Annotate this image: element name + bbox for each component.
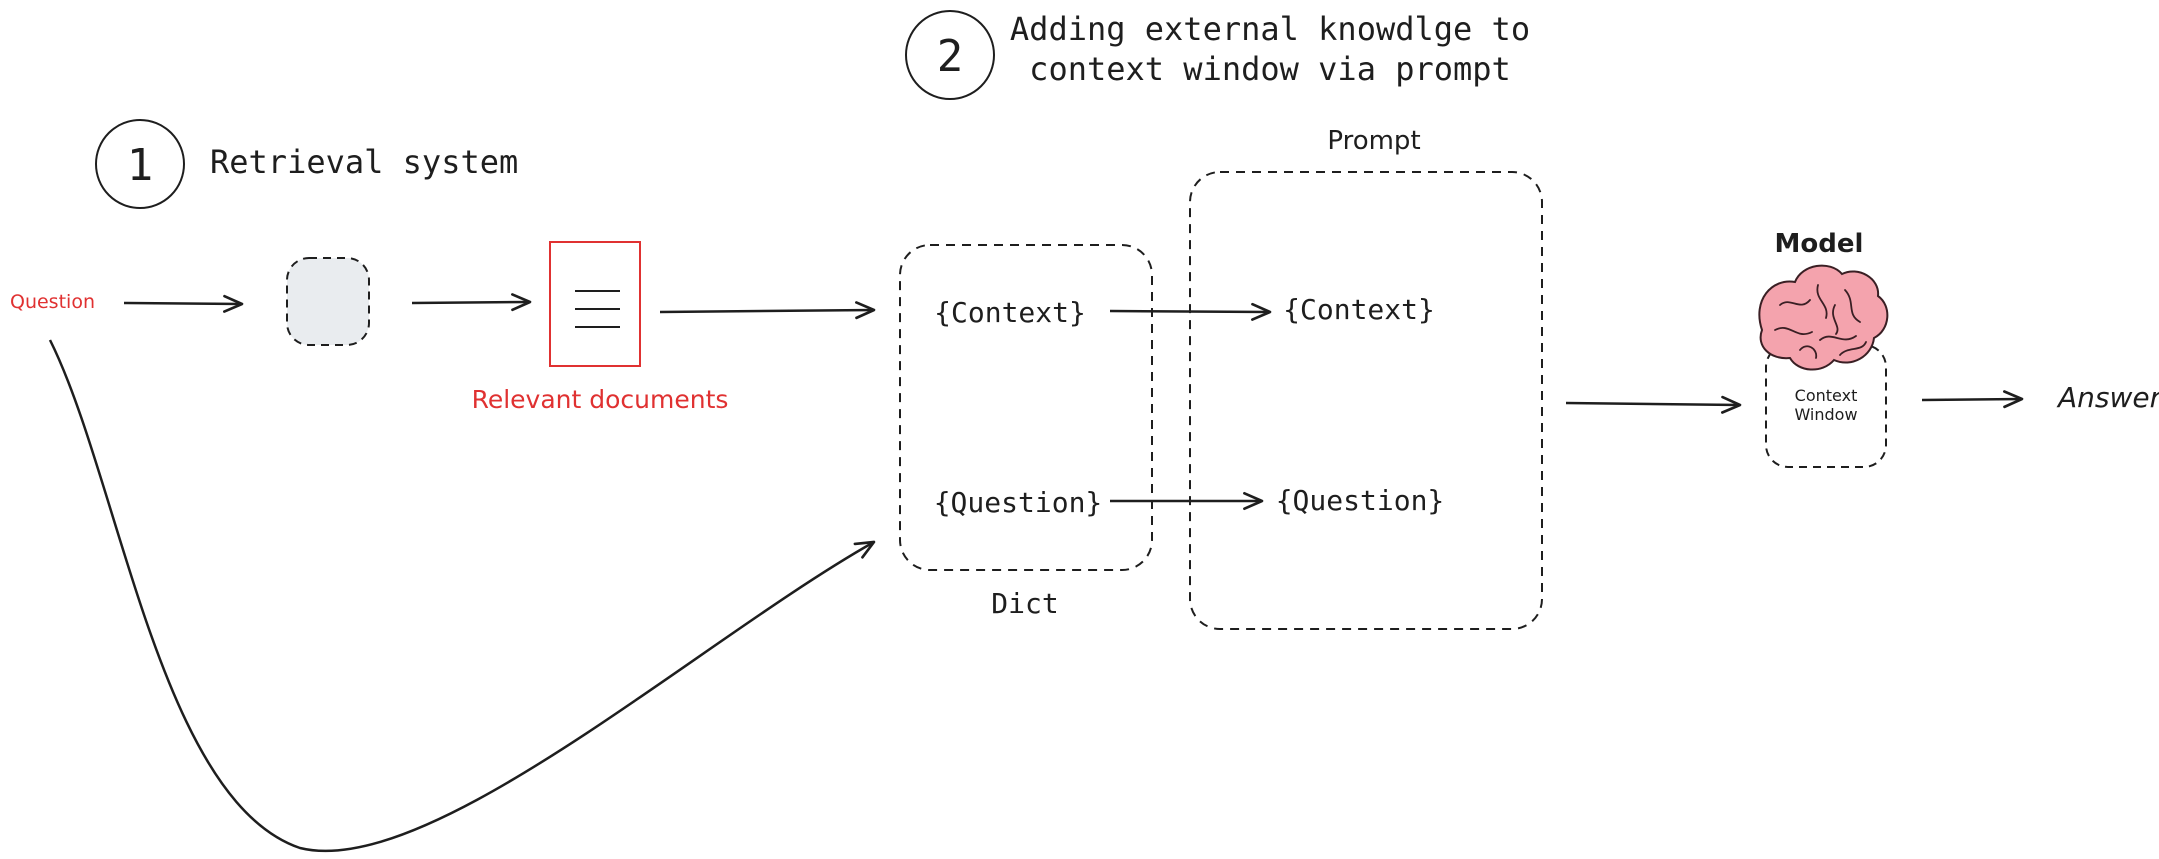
step-1-title: Retrieval system bbox=[210, 143, 518, 181]
context-window-label-line2: Window bbox=[1794, 405, 1857, 424]
step-2-badge: 2 bbox=[905, 10, 995, 100]
model-to-answer-arrow bbox=[1921, 390, 2024, 409]
prompt-context: {Context} bbox=[1283, 293, 1435, 326]
step-2-title-line2: context window via prompt bbox=[1029, 50, 1511, 88]
documents-to-dict-arrow bbox=[659, 301, 876, 320]
brain-icon bbox=[1758, 264, 1889, 371]
dict-context: {Context} bbox=[934, 296, 1086, 329]
model-label: Model bbox=[1775, 229, 1864, 259]
answer-label: Answer bbox=[2056, 381, 2159, 414]
dict-label: Dict bbox=[991, 587, 1058, 620]
prompt-box bbox=[1189, 171, 1543, 630]
question-input-label: Question bbox=[10, 291, 95, 313]
step-1-badge: 1 bbox=[95, 119, 185, 209]
prompt-to-model-arrow bbox=[1565, 395, 1742, 414]
relevant-documents-label: Relevant documents bbox=[472, 385, 729, 414]
step-1-number: 1 bbox=[127, 140, 154, 191]
step-2-title-line1: Adding external knowdlge to bbox=[1010, 10, 1530, 48]
question-to-dict-curve-arrow bbox=[48, 339, 876, 853]
question-to-retriever-arrow bbox=[123, 294, 244, 313]
context-window-label-line1: Context bbox=[1795, 386, 1858, 405]
prompt-question: {Question} bbox=[1276, 484, 1445, 517]
dict-question: {Question} bbox=[934, 486, 1103, 519]
retriever-box bbox=[286, 257, 370, 346]
step-2-number: 2 bbox=[937, 31, 964, 82]
dict-box bbox=[899, 244, 1153, 571]
document-icon bbox=[549, 241, 641, 367]
prompt-label: Prompt bbox=[1327, 126, 1420, 156]
retriever-to-documents-arrow bbox=[411, 293, 532, 312]
